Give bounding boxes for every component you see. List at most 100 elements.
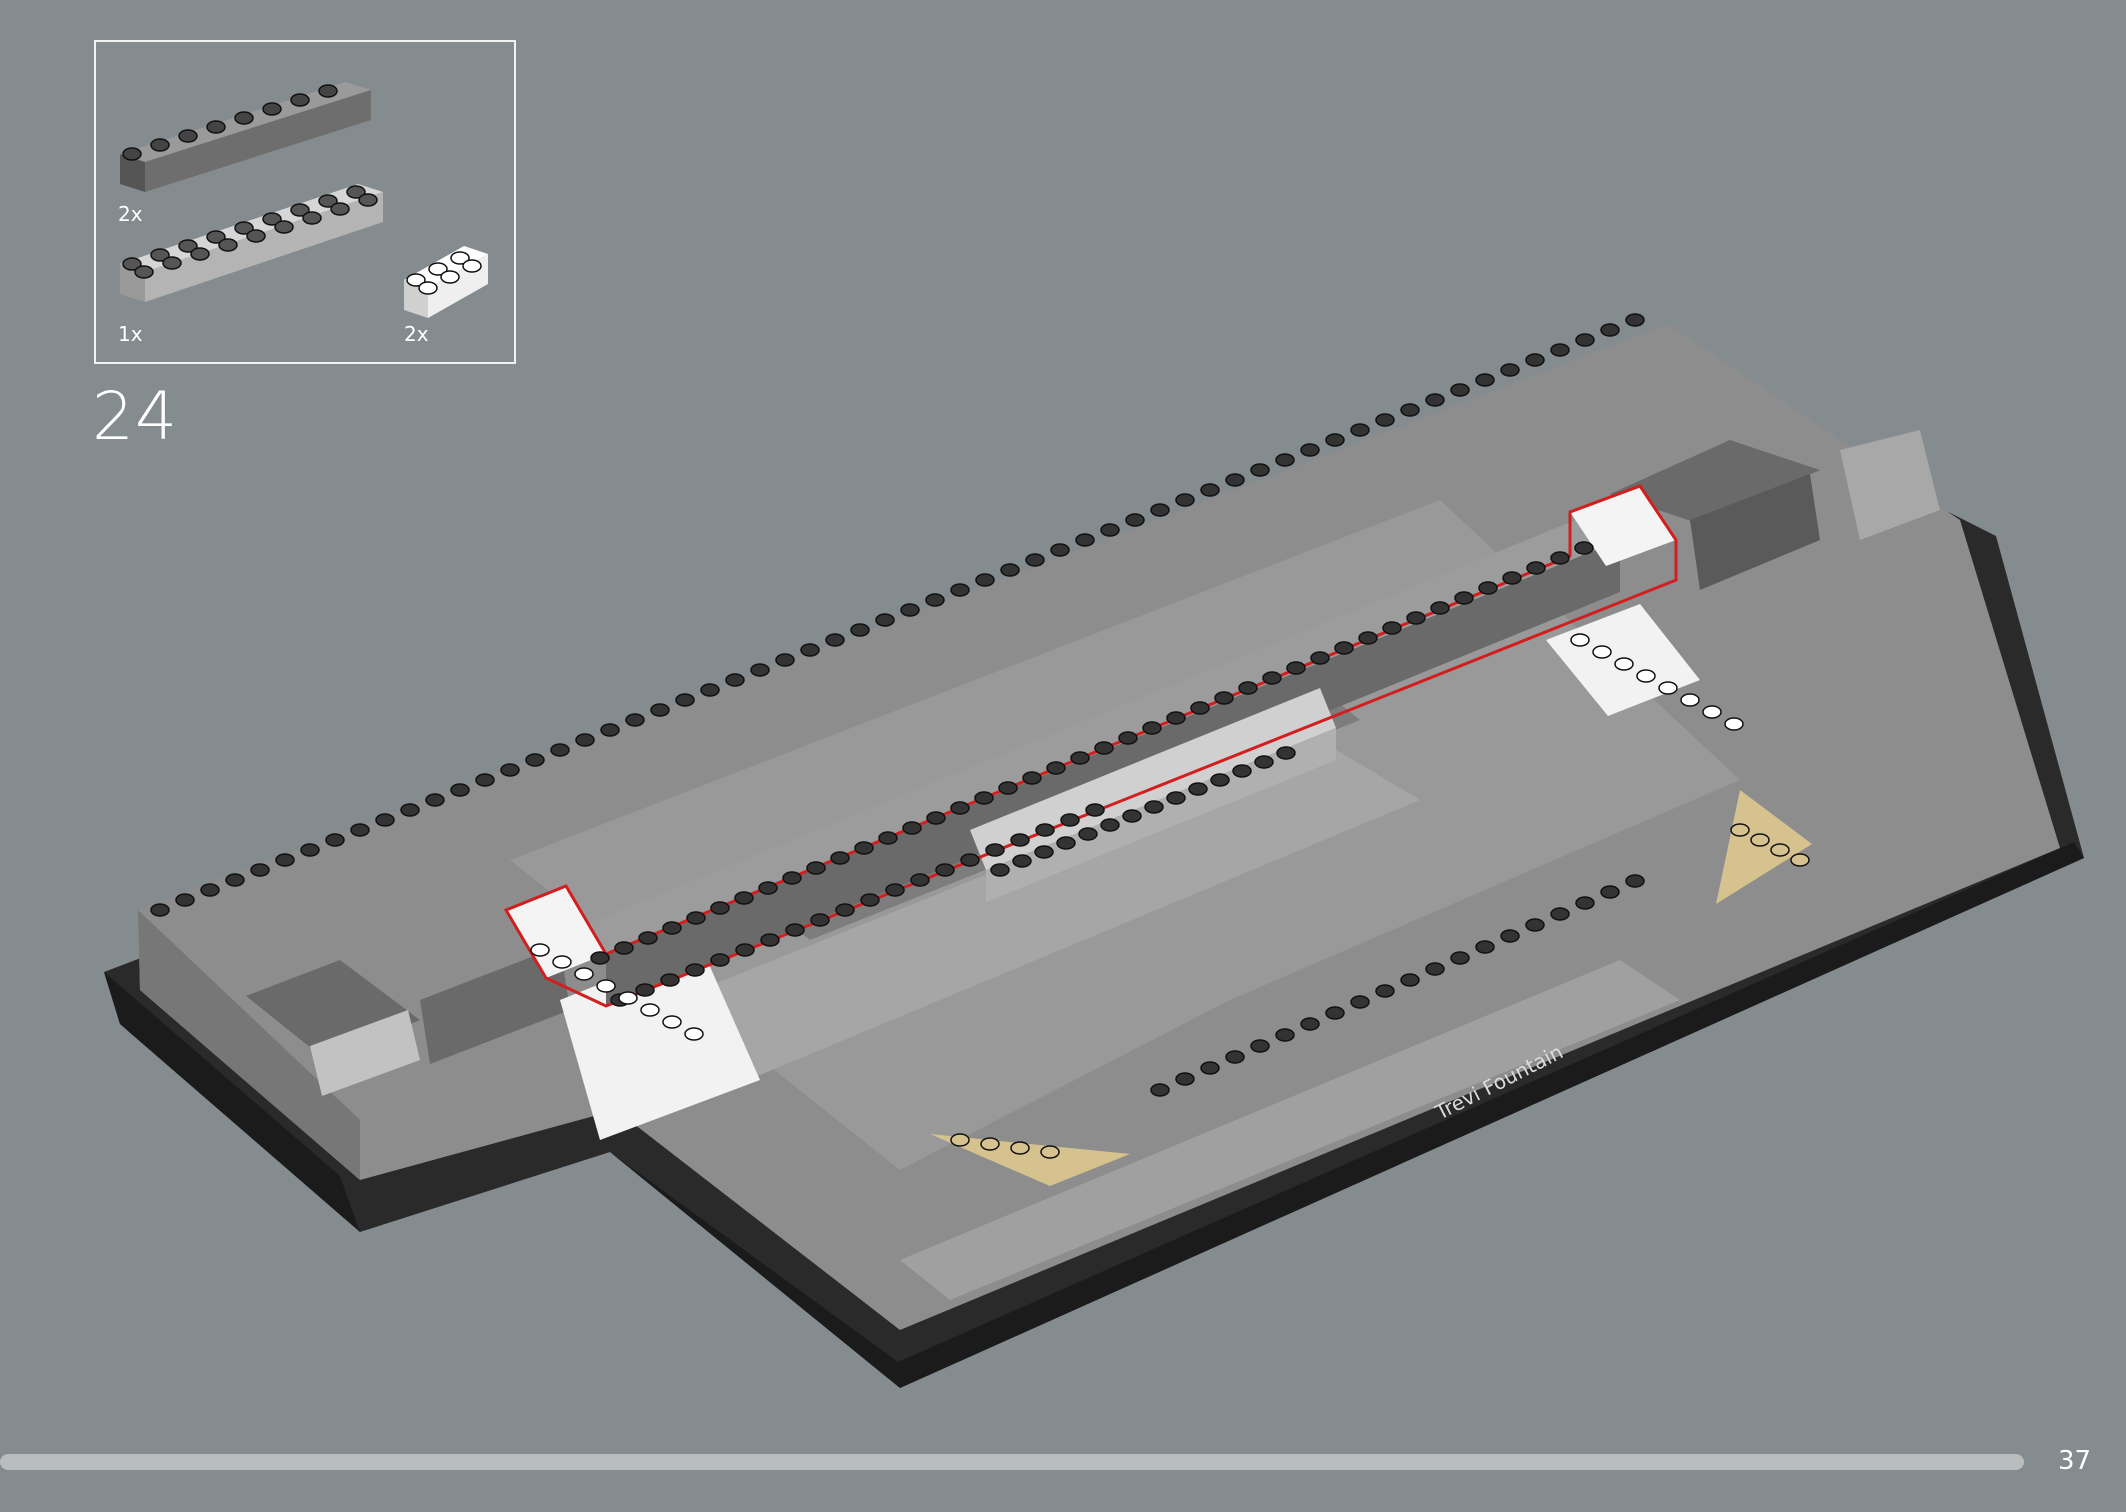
stud xyxy=(1175,1072,1195,1086)
stud xyxy=(1100,818,1120,832)
part-quantity-dark: 2x xyxy=(118,202,143,226)
stud xyxy=(418,281,438,295)
stud xyxy=(150,138,170,152)
stud xyxy=(640,1003,660,1017)
stud xyxy=(425,793,445,807)
stud xyxy=(1262,671,1282,685)
stud xyxy=(450,251,470,265)
stud xyxy=(1094,741,1114,755)
stud xyxy=(960,853,980,867)
stud xyxy=(375,813,395,827)
stud xyxy=(1625,313,1645,327)
stud xyxy=(1600,885,1620,899)
stud xyxy=(1022,771,1042,785)
stud xyxy=(1046,761,1066,775)
stud xyxy=(710,953,730,967)
stud xyxy=(1060,813,1080,827)
stud xyxy=(1430,601,1450,615)
stud xyxy=(1238,681,1258,695)
part-quantity-light: 1x xyxy=(118,322,143,346)
stud xyxy=(275,853,295,867)
stud xyxy=(650,703,670,717)
stud xyxy=(1166,791,1186,805)
stud xyxy=(1575,896,1595,910)
stud xyxy=(346,185,366,199)
stud xyxy=(1000,563,1020,577)
stud xyxy=(318,194,338,208)
stud xyxy=(190,247,210,261)
stud xyxy=(575,733,595,747)
stud xyxy=(1600,323,1620,337)
stud xyxy=(900,603,920,617)
stud xyxy=(1100,523,1120,537)
stud xyxy=(1636,669,1656,683)
stud xyxy=(860,893,880,907)
stud xyxy=(700,683,720,697)
stud xyxy=(1450,383,1470,397)
stud xyxy=(1075,533,1095,547)
stud xyxy=(290,93,310,107)
stud xyxy=(998,781,1018,795)
stud xyxy=(975,573,995,587)
stud xyxy=(878,831,898,845)
stud xyxy=(675,693,695,707)
stud xyxy=(1286,661,1306,675)
stud xyxy=(234,221,254,235)
stud xyxy=(200,883,220,897)
stud xyxy=(525,753,545,767)
stud xyxy=(300,843,320,857)
stud xyxy=(1035,823,1055,837)
stud xyxy=(1702,705,1722,719)
stud xyxy=(1550,907,1570,921)
stud xyxy=(1575,333,1595,347)
stud xyxy=(274,220,294,234)
stud xyxy=(1310,651,1330,665)
stud xyxy=(150,903,170,917)
stud xyxy=(1625,874,1645,888)
right-steps xyxy=(1610,430,1940,590)
stud xyxy=(1142,721,1162,735)
stud xyxy=(1118,731,1138,745)
stud xyxy=(1144,800,1164,814)
stud xyxy=(178,239,198,253)
stud xyxy=(902,821,922,835)
stud xyxy=(1276,746,1296,760)
stud xyxy=(1334,641,1354,655)
stud xyxy=(685,963,705,977)
left-steps xyxy=(246,946,570,1096)
stud xyxy=(1175,493,1195,507)
stud xyxy=(440,270,460,284)
stud xyxy=(1500,363,1520,377)
stud xyxy=(400,803,420,817)
part-quantity-white: 2x xyxy=(404,322,429,346)
stud xyxy=(660,973,680,987)
stud xyxy=(162,256,182,270)
stud xyxy=(1166,711,1186,725)
stud xyxy=(935,863,955,877)
stud xyxy=(1040,1145,1060,1159)
stud xyxy=(175,893,195,907)
stud xyxy=(875,613,895,627)
stud xyxy=(734,891,754,905)
stud xyxy=(850,623,870,637)
stud xyxy=(1210,773,1230,787)
stud xyxy=(785,923,805,937)
stud xyxy=(735,943,755,957)
stud xyxy=(1254,755,1274,769)
stud xyxy=(428,262,448,276)
stud xyxy=(725,673,745,687)
stud xyxy=(1232,764,1252,778)
stud xyxy=(1188,782,1208,796)
stud xyxy=(1450,951,1470,965)
stud xyxy=(500,763,520,777)
stud xyxy=(950,583,970,597)
stud xyxy=(926,811,946,825)
stud xyxy=(662,921,682,935)
stud xyxy=(550,743,570,757)
stud xyxy=(358,193,378,207)
stud xyxy=(618,991,638,1005)
stud xyxy=(625,713,645,727)
stud xyxy=(1475,373,1495,387)
stud xyxy=(830,851,850,865)
stud xyxy=(1750,833,1770,847)
